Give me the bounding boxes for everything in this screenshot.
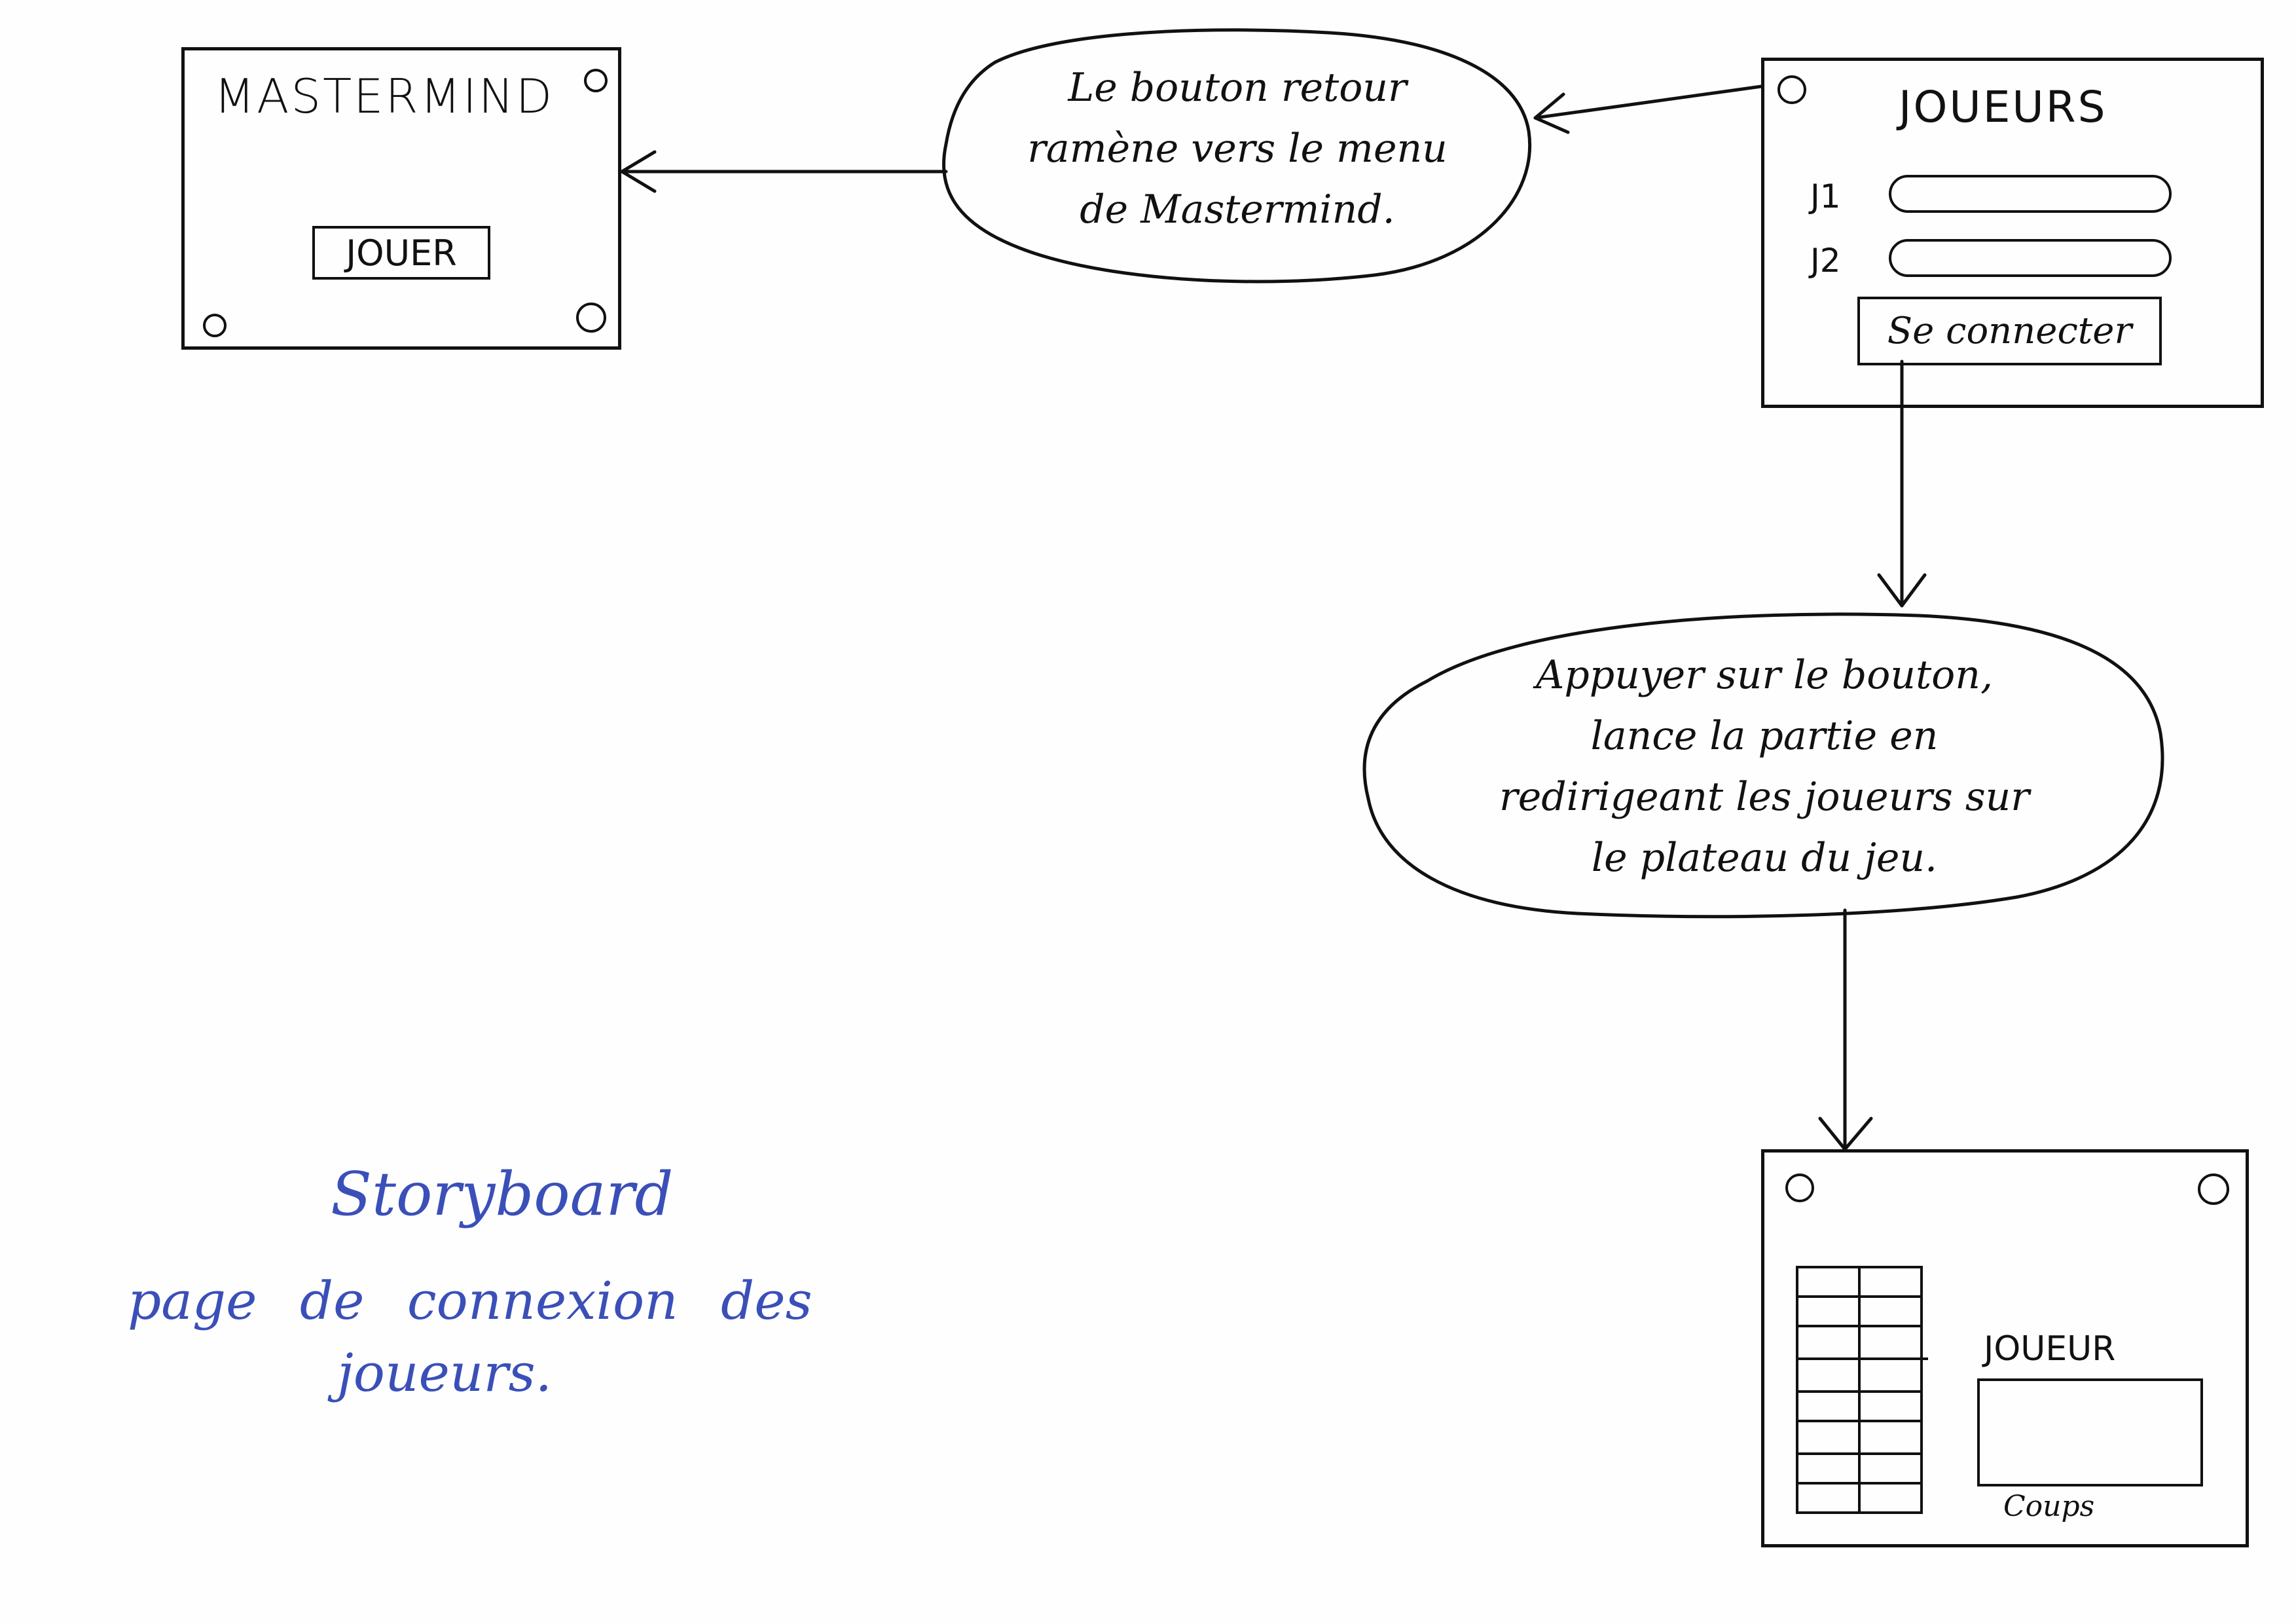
- player2-field[interactable]: [1889, 239, 2172, 277]
- menu-corner-circle-bottom-right: [576, 303, 606, 333]
- back-button-circle[interactable]: [1777, 75, 1806, 104]
- connect-note-line: lance la partie en: [1590, 713, 1939, 759]
- connect-note-line: le plateau du jeu.: [1591, 835, 1938, 881]
- moves-label: Coups: [2003, 1490, 2095, 1523]
- connect-note-bubble: [1362, 612, 2164, 919]
- caption-line-2: joueurs.: [337, 1342, 553, 1403]
- player1-field[interactable]: [1889, 175, 2172, 213]
- players-title: JOUEURS: [1899, 82, 2107, 132]
- caption-title: Storyboard: [331, 1159, 674, 1229]
- menu-title: MASTERMIND: [214, 69, 555, 124]
- play-button[interactable]: JOUER: [312, 226, 490, 280]
- caption-line-1: page de connexion des: [128, 1270, 812, 1331]
- player1-label: J1: [1810, 177, 1841, 215]
- back-note-line: Le bouton retour: [1068, 65, 1407, 111]
- players-screen: JOUEURS J1 J2 Se connecter: [1761, 58, 2264, 408]
- menu-screen: MASTERMIND JOUER: [181, 47, 621, 350]
- arrowhead-menu: [620, 150, 657, 193]
- back-note-text: Le bouton retour ramène vers le menu de …: [949, 58, 1525, 240]
- menu-corner-circle-bottom-left: [203, 314, 227, 337]
- menu-corner-circle-top-right: [584, 69, 608, 92]
- connect-note-line: redirigeant les joueurs sur: [1499, 774, 2030, 820]
- player-panel: [1977, 1378, 2203, 1486]
- moves-grid: [1796, 1266, 1928, 1514]
- board-corner-circle-left: [1785, 1173, 1814, 1202]
- connect-button[interactable]: Se connecter: [1857, 297, 2162, 365]
- player2-label: J2: [1810, 242, 1841, 280]
- back-note-bubble: [942, 28, 1531, 284]
- board-screen: JOUEUR Coups: [1761, 1149, 2249, 1547]
- player-label: JOUEUR: [1984, 1329, 2116, 1369]
- back-note-line: de Mastermind.: [1080, 187, 1395, 232]
- connect-note-line: Appuyer sur le bouton,: [1535, 652, 1994, 698]
- arrow-players-to-note: [1533, 84, 1763, 120]
- board-corner-circle-right: [2198, 1173, 2229, 1205]
- back-note-line: ramène vers le menu: [1027, 126, 1448, 172]
- arrowhead-note: [1533, 92, 1570, 134]
- connect-note-text: Appuyer sur le bouton, lance la partie e…: [1372, 645, 2157, 889]
- arrowhead-connect-note: [1877, 573, 1927, 608]
